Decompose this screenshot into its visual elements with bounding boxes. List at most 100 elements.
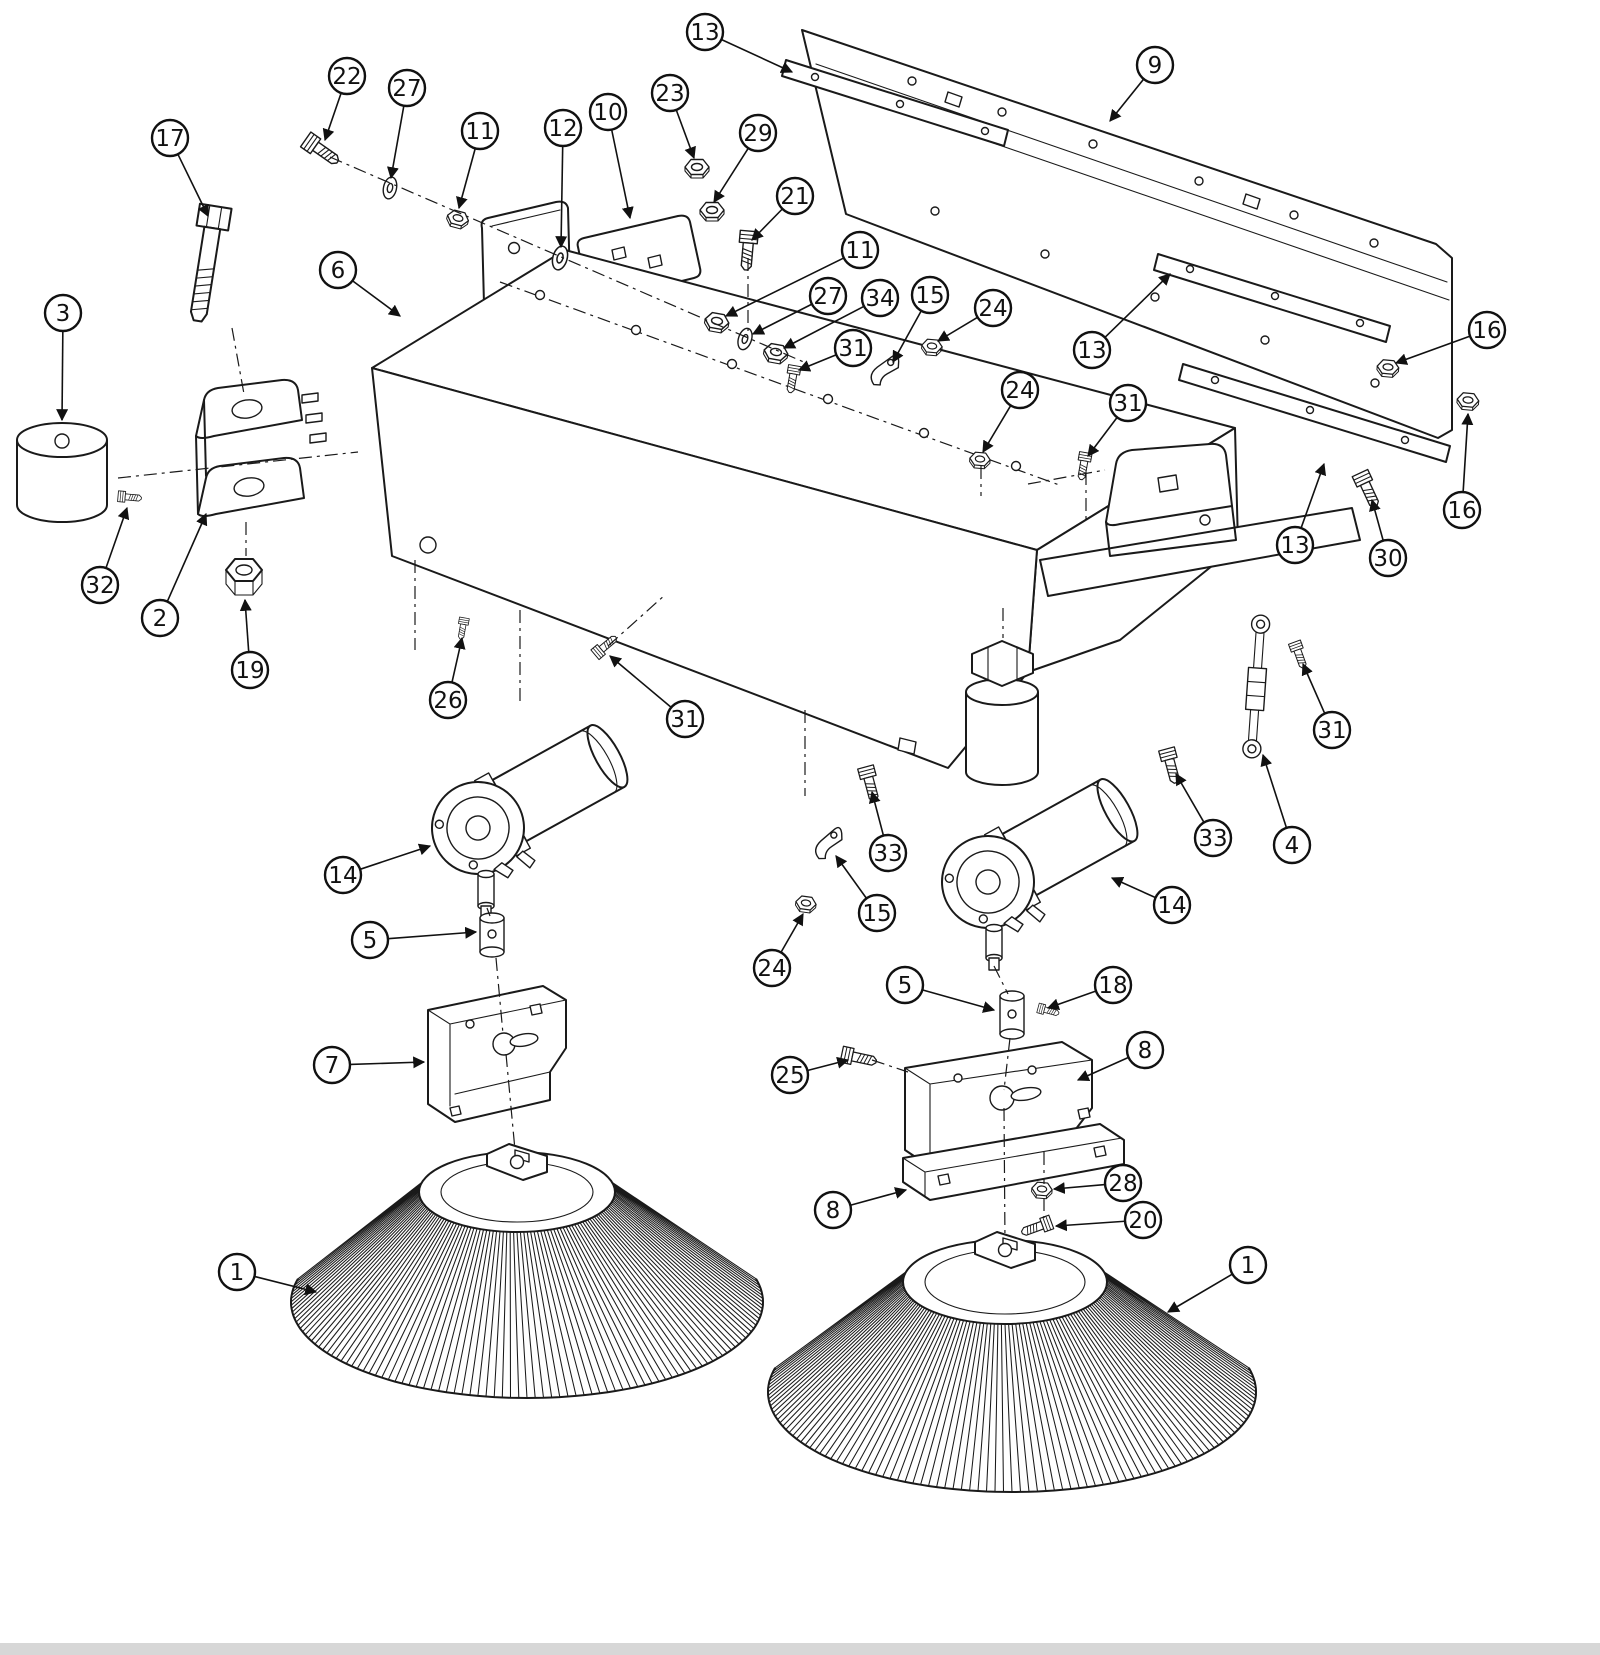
callout-label: 13 (690, 20, 719, 46)
bolt-20 (1018, 1214, 1055, 1240)
callout-label: 27 (392, 76, 421, 102)
callout-label: 28 (1108, 1171, 1137, 1197)
callout-label: 14 (1157, 893, 1186, 919)
callout-4: 4 (1260, 753, 1312, 865)
callout-24: 24 (982, 370, 1040, 454)
callout-20: 20 (1054, 1200, 1163, 1240)
callout-label: 21 (780, 184, 809, 210)
callout-label: 1 (230, 1260, 245, 1286)
brush-left-hub (418, 1143, 616, 1233)
nut-23 (684, 158, 710, 179)
callout-label: 29 (743, 121, 772, 147)
callout-17: 17 (150, 118, 209, 218)
callout-7: 7 (312, 1045, 426, 1085)
callout-label: 8 (1138, 1038, 1153, 1064)
callout-label: 23 (655, 81, 684, 107)
callout-18: 18 (1046, 965, 1133, 1011)
clamp-15-b (809, 826, 849, 862)
callout-label: 27 (813, 284, 842, 310)
callout-label: 13 (1280, 533, 1309, 559)
callout-34: 34 (782, 278, 900, 349)
strap-13-lower (1178, 363, 1451, 463)
caster-roller (965, 640, 1039, 786)
bolt-22 (299, 131, 344, 170)
strap-13-middle (1153, 253, 1391, 343)
callout-1: 1 (1166, 1245, 1268, 1313)
callout-22: 22 (322, 56, 367, 142)
clevis-bracket-2 (195, 378, 327, 517)
callout-31: 31 (1301, 662, 1352, 750)
callout-label: 12 (548, 116, 577, 142)
callout-label: 1 (1241, 1253, 1256, 1279)
callout-label: 10 (593, 100, 622, 126)
callout-21: 21 (751, 176, 815, 241)
link-4 (1242, 614, 1271, 759)
callout-3: 3 (43, 293, 83, 422)
nut-29 (699, 201, 725, 222)
brush-rim (289, 1278, 765, 1400)
nut-28 (1030, 1181, 1054, 1200)
brush-left-1 (289, 1181, 765, 1400)
callout-31: 31 (1087, 383, 1148, 457)
callout-label: 8 (826, 1198, 841, 1224)
callout-label: 5 (898, 973, 913, 999)
bottom-bar (0, 1643, 1600, 1655)
callout-2: 2 (140, 512, 208, 638)
pin-32 (117, 490, 143, 505)
callout-27: 27 (751, 276, 848, 335)
callout-27: 27 (386, 68, 427, 180)
callout-label: 22 (332, 64, 361, 90)
callout-11: 11 (724, 230, 880, 317)
callout-15: 15 (892, 275, 950, 364)
callout-33: 33 (868, 790, 908, 873)
callout-label: 11 (465, 119, 494, 145)
motor-right-14 (924, 763, 1159, 971)
callout-8: 8 (813, 1187, 908, 1230)
callout-31: 31 (609, 655, 705, 739)
nut-24-c (794, 894, 818, 915)
coupler-left-5 (479, 912, 505, 958)
callout-10: 10 (588, 92, 634, 220)
callout-12: 12 (543, 108, 583, 249)
callout-label: 33 (873, 841, 902, 867)
callout-label: 16 (1447, 498, 1476, 524)
callout-13: 13 (1275, 462, 1327, 565)
callout-13: 13 (685, 12, 794, 73)
bolt-31-d (1287, 639, 1311, 671)
assembly-lines (117, 156, 1106, 1245)
brush-bristles (767, 1271, 1257, 1493)
callout-label: 17 (155, 126, 184, 152)
stud-26 (455, 616, 470, 641)
right-hinge-bracket (1105, 442, 1237, 557)
bracket-7 (427, 985, 567, 1123)
bolt-17 (189, 202, 233, 323)
roller-3 (16, 422, 108, 523)
callout-25: 25 (770, 1055, 850, 1095)
callout-label: 5 (363, 928, 378, 954)
callout-label: 6 (331, 258, 346, 284)
callout-30: 30 (1368, 498, 1408, 578)
callout-5: 5 (350, 920, 478, 960)
callout-28: 28 (1052, 1163, 1143, 1203)
callout-13: 13 (1072, 273, 1171, 370)
brush-rim (766, 1367, 1258, 1494)
callout-label: 32 (85, 573, 114, 599)
bolt-30 (1351, 468, 1385, 511)
callout-label: 14 (328, 863, 357, 889)
callout-label: 33 (1198, 826, 1227, 852)
callout-label: 30 (1373, 546, 1402, 572)
callout-33: 33 (1175, 772, 1233, 858)
callout-32: 32 (80, 506, 130, 605)
callout-8: 8 (1076, 1030, 1165, 1082)
callout-label: 24 (1005, 378, 1034, 404)
callout-label: 31 (670, 707, 699, 733)
callout-label: 11 (845, 238, 874, 264)
nut-16-b (1455, 391, 1480, 412)
callout-label: 3 (56, 301, 71, 327)
callout-label: 15 (862, 901, 891, 927)
bolt-25 (839, 1045, 879, 1071)
callout-16: 16 (1394, 310, 1507, 365)
